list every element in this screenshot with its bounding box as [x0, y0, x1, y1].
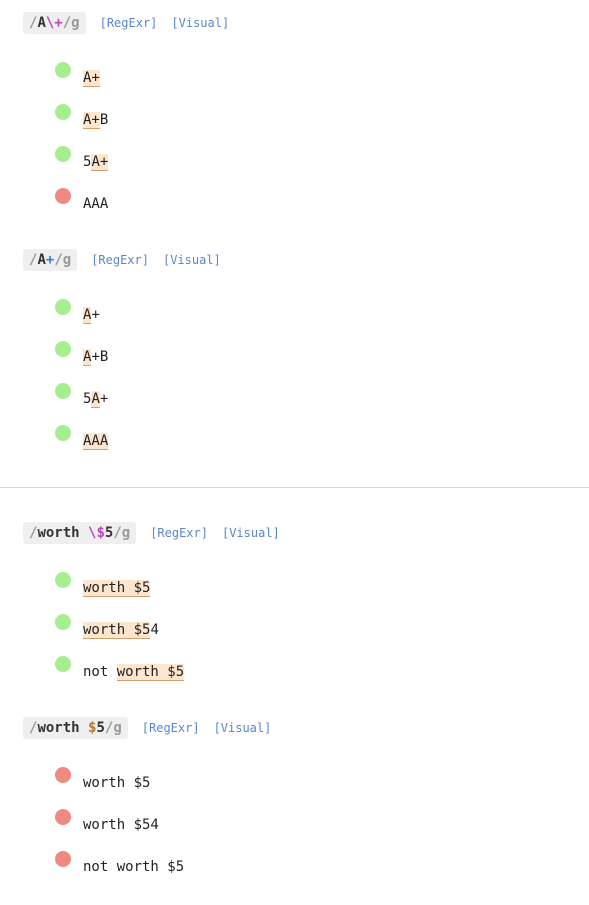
nomatch-dot — [55, 767, 71, 783]
match-highlight: A — [91, 391, 100, 408]
test-string: worth $5 — [83, 577, 151, 599]
test-string: worth $54 — [83, 622, 159, 639]
match-dot — [55, 572, 71, 588]
test-string: 5A+ — [83, 154, 109, 171]
test-string: AAA — [83, 196, 109, 212]
pattern-literal: worth — [37, 525, 89, 541]
test-row: A+B — [0, 341, 589, 383]
regexr-link[interactable]: [RegExr] — [91, 253, 149, 267]
regexr-link[interactable]: [RegExr] — [141, 721, 200, 735]
test-row: worth $5 — [0, 767, 589, 809]
test-row: AAA — [0, 188, 589, 230]
test-string: A+ — [83, 67, 100, 89]
nomatch-dot — [55, 809, 71, 825]
pattern-slash: / — [113, 525, 122, 541]
test-row: not worth $5 — [0, 851, 589, 893]
test-row: worth $54 — [0, 614, 589, 656]
test-row: A+ — [0, 62, 589, 104]
pattern-flag: g — [62, 252, 72, 268]
pattern-escape: \+ — [45, 15, 63, 31]
match-dot — [55, 383, 71, 399]
pattern-line: /worth $5/g [RegExr] [Visual] — [23, 716, 271, 740]
pattern-flag: g — [121, 525, 131, 541]
pattern-slash: / — [104, 720, 114, 736]
test-string: A+ — [83, 307, 100, 324]
pattern-literal: 5 — [104, 525, 114, 541]
test-row: A+ — [0, 299, 589, 341]
regex-pattern: /A+/g — [23, 249, 78, 271]
visual-link[interactable]: [Visual] — [171, 16, 230, 30]
pattern-flag: g — [71, 15, 80, 31]
pattern-slash: / — [29, 15, 38, 31]
match-highlight: worth $5 — [116, 664, 185, 681]
match-dot — [55, 614, 71, 630]
pattern-line: /A\+/g [RegExr] [Visual] — [23, 11, 229, 35]
nomatch-dot — [55, 851, 71, 867]
pattern-slash: / — [62, 15, 72, 31]
test-row: 5A+ — [0, 146, 589, 188]
test-string: 5A+ — [83, 391, 109, 408]
pattern-slash: / — [54, 252, 63, 268]
nomatch-dot — [55, 188, 71, 204]
match-dot — [55, 299, 71, 315]
test-string: worth $5 — [83, 775, 151, 791]
test-row: worth $54 — [0, 809, 589, 851]
test-row: worth $5 — [0, 572, 589, 614]
pattern-literal: A — [37, 252, 46, 268]
visual-link[interactable]: [Visual] — [213, 721, 272, 735]
match-highlight: AAA — [83, 433, 109, 450]
test-string: A+B — [83, 112, 109, 129]
match-highlight: A — [83, 349, 92, 366]
test-row: 5A+ — [0, 383, 589, 425]
pattern-flag: g — [113, 720, 122, 736]
regex-pattern: /worth $5/g — [23, 717, 128, 739]
match-highlight: A+ — [83, 112, 100, 129]
match-dot — [55, 62, 71, 78]
pattern-line: /A+/g [RegExr] [Visual] — [23, 248, 221, 272]
pattern-literal: worth — [37, 720, 89, 736]
test-row: AAA — [0, 425, 589, 467]
pattern-escape: \$ — [88, 525, 105, 541]
match-dot — [55, 425, 71, 441]
pattern-slash: / — [29, 252, 38, 268]
match-highlight: A+ — [83, 70, 100, 87]
test-string: AAA — [83, 430, 109, 452]
pattern-slash: / — [29, 525, 38, 541]
match-highlight: worth $5 — [83, 622, 151, 639]
match-highlight: A — [83, 307, 92, 324]
match-highlight: worth $5 — [83, 580, 151, 597]
test-string: not worth $5 — [83, 859, 185, 875]
test-string: worth $54 — [83, 817, 159, 833]
pattern-literal: 5 — [96, 720, 105, 736]
regex-pattern: /worth \$5/g — [23, 522, 137, 544]
pattern-slash: / — [29, 720, 38, 736]
pattern-anchor: $ — [88, 720, 97, 736]
regex-pattern: /A\+/g — [23, 12, 86, 34]
regexr-link[interactable]: [RegExr] — [150, 526, 208, 540]
pattern-line: /worth \$5/g [RegExr] [Visual] — [23, 521, 280, 545]
test-row: A+B — [0, 104, 589, 146]
section-divider — [0, 487, 589, 488]
regexr-link[interactable]: [RegExr] — [99, 16, 158, 30]
pattern-literal: A — [37, 15, 46, 31]
visual-link[interactable]: [Visual] — [162, 253, 221, 267]
match-highlight: A+ — [91, 154, 109, 171]
match-dot — [55, 104, 71, 120]
visual-link[interactable]: [Visual] — [221, 526, 280, 540]
test-row: not worth $5 — [0, 656, 589, 698]
pattern-quantifier: + — [45, 252, 55, 268]
test-string: A+B — [83, 349, 109, 366]
match-dot — [55, 656, 71, 672]
test-string: not worth $5 — [83, 664, 185, 681]
match-dot — [55, 146, 71, 162]
match-dot — [55, 341, 71, 357]
